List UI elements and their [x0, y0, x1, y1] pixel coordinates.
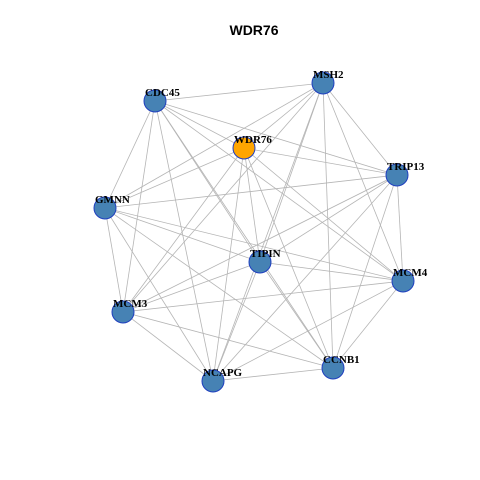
node-label: MSH2	[313, 69, 344, 81]
edge-trip13-mcm4	[396, 174, 404, 282]
edge-wdr76-msh2	[243, 82, 324, 149]
edge-msh2-mcm3	[122, 82, 324, 313]
node-mcm3: MCM3	[111, 298, 148, 324]
edge-msh2-tipin	[259, 82, 324, 263]
edge-cdc45-ncapg	[154, 100, 214, 382]
node-label: MCM4	[393, 267, 428, 279]
edge-msh2-ncapg	[212, 82, 324, 382]
node-label: TIPIN	[250, 248, 281, 260]
edge-wdr76-tipin	[243, 147, 261, 263]
edge-cdc45-ccnb1	[154, 100, 334, 369]
node-cdc45: CDC45	[143, 87, 180, 113]
node-ncapg: NCAPG	[201, 367, 243, 393]
edge-cdc45-gmnn	[104, 100, 156, 209]
node-tipin: TIPIN	[248, 248, 281, 274]
node-label: TRIP13	[387, 161, 425, 173]
edge-wdr76-trip13	[243, 147, 398, 176]
node-circle	[311, 71, 335, 95]
node-label: MCM3	[113, 298, 148, 310]
edge-wdr76-mcm3	[122, 147, 245, 313]
edge-msh2-gmnn	[104, 82, 324, 209]
edge-mcm4-ccnb1	[332, 280, 404, 369]
edge-tipin-mcm3	[122, 261, 261, 313]
node-circle	[385, 163, 409, 187]
edge-mcm3-ncapg	[122, 311, 214, 382]
edge-trip13-mcm3	[122, 174, 398, 313]
edge-wdr76-ccnb1	[243, 147, 334, 369]
edge-msh2-trip13	[322, 82, 398, 176]
node-circle	[391, 269, 415, 293]
edge-cdc45-mcm3	[122, 100, 156, 313]
node-circle	[248, 250, 272, 274]
edge-wdr76-cdc45	[154, 100, 245, 149]
edge-msh2-cdc45	[154, 82, 324, 102]
node-circle	[143, 89, 167, 113]
edge-wdr76-ncapg	[212, 147, 245, 382]
edge-trip13-tipin	[259, 174, 398, 263]
edge-gmnn-tipin	[104, 207, 261, 263]
edge-tipin-mcm4	[259, 261, 404, 282]
edge-mcm4-ncapg	[212, 280, 404, 382]
node-label: NCAPG	[203, 367, 243, 379]
node-label: GMNN	[95, 194, 130, 206]
node-circle	[321, 356, 345, 380]
edge-tipin-ncapg	[212, 261, 261, 382]
edge-wdr76-gmnn	[104, 147, 245, 209]
edge-mcm4-mcm3	[122, 280, 404, 313]
edge-mcm3-ccnb1	[122, 311, 334, 369]
node-label: CDC45	[145, 87, 180, 99]
node-wdr76: WDR76	[232, 134, 272, 160]
edge-gmnn-ncapg	[104, 207, 214, 382]
plot-title: WDR76	[229, 22, 278, 38]
edge-trip13-gmnn	[104, 174, 398, 209]
edge-ccnb1-ncapg	[212, 367, 334, 382]
edge-tipin-ccnb1	[259, 261, 334, 369]
node-mcm4: MCM4	[391, 267, 428, 293]
edge-wdr76-mcm4	[243, 147, 404, 282]
node-label: WDR76	[234, 134, 272, 146]
node-circle	[111, 300, 135, 324]
node-ccnb1: CCNB1	[321, 354, 360, 380]
edge-gmnn-ccnb1	[104, 207, 334, 369]
node-msh2: MSH2	[311, 69, 344, 95]
node-label: CCNB1	[323, 354, 360, 366]
edge-msh2-ccnb1	[322, 82, 334, 369]
edge-gmnn-mcm3	[104, 207, 124, 313]
node-trip13: TRIP13	[385, 161, 425, 187]
edge-layer	[104, 82, 404, 382]
edge-msh2-mcm4	[322, 82, 404, 282]
node-gmnn: GMNN	[93, 194, 130, 220]
node-circle	[232, 136, 256, 160]
node-circle	[93, 196, 117, 220]
edge-cdc45-mcm4	[154, 100, 404, 282]
node-circle	[201, 369, 225, 393]
edge-gmnn-mcm4	[104, 207, 404, 282]
edge-trip13-ncapg	[212, 174, 398, 382]
edge-cdc45-trip13	[154, 100, 398, 176]
